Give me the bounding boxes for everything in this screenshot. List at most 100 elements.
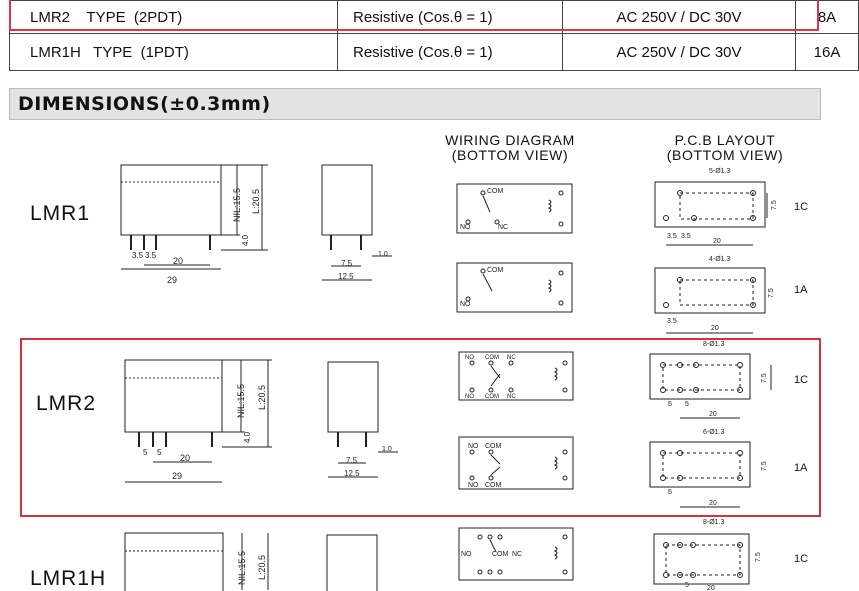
dim-d75: 7.5 [761,461,768,471]
dim-h: 4.0 [241,234,250,246]
dim-d75: 7.5 [346,456,358,465]
pcb-lmr1-1a [654,267,766,334]
wiring-lmr1-1c [456,183,573,234]
rating-row: LMR1H TYPE (1PDT) Resistive (Cos.θ = 1) … [9,33,859,71]
dim-pitch: 5 [685,582,689,589]
dim-d10: 1.0 [378,251,388,258]
pcb-lmr2-1a [649,441,751,508]
model-name: LMR1 [30,202,91,225]
dim-pitch: 3.5 [667,318,677,325]
dim-pitch: 3.5 [667,233,677,240]
dim-w20: 20 [173,256,183,266]
pcb-holes: 5-Ø1.3 [709,168,731,175]
wiring-nc: NC [507,355,516,361]
lmr1h-end-drawing [326,534,378,591]
dim-l: L:20.5 [257,555,267,580]
dim-pitch: 5 [668,489,672,496]
wiring-com: COM [485,355,499,361]
contact-label: 1C [794,201,809,213]
dim-pitch: 5 [685,401,689,408]
lmr2-side-drawing [124,359,272,483]
contact-label: 1A [794,284,808,296]
pcb-holes: 6-Ø1.3 [703,429,725,436]
dim-d10: 1.0 [382,446,392,453]
model-name: LMR2 [36,392,97,415]
ratings-table: LMR2 TYPE (2PDT) Resistive (Cos.θ = 1) A… [9,0,859,71]
wiring-nc: NC [512,551,522,558]
wiring-com: COM [485,482,502,489]
wiring-no: NO [465,394,474,400]
wiring-no: NO [465,355,474,361]
wiring-lmr2-1a [458,436,574,490]
wiring-no: NO [468,482,479,489]
wiring-nc: NC [498,224,508,231]
pcb-holes: 8-Ø1.3 [703,341,725,348]
wiring-com: COM [492,551,509,558]
contact-label: 1A [794,462,808,474]
dim-w20: 20 [707,585,715,591]
dim-w20: 20 [180,453,190,463]
dim-d125: 12.5 [344,469,360,478]
dim-l: L:20.5 [251,189,261,214]
dim-w20: 20 [711,325,719,332]
pcb-header-line2: (BOTTOM VIEW) [666,147,784,163]
wiring-header-line2: (BOTTOM VIEW) [451,147,569,163]
wiring-no: NO [460,301,471,308]
dim-nil: NIL:15.5 [237,551,247,585]
dim-pitch: 3.5 [132,251,144,260]
dim-w20: 20 [713,238,721,245]
dim-h: 4.0 [243,431,252,443]
wiring-com: COM [485,443,502,450]
wiring-lmr2-1c [458,351,574,401]
pcb-header-line1: P.C.B LAYOUT [674,132,776,148]
contact-label: 1C [794,553,809,565]
dim-d125: 12.5 [338,272,354,281]
wiring-com: COM [487,267,504,274]
lmr1h-side-drawing [124,532,269,591]
pcb-header: P.C.B LAYOUT (BOTTOM VIEW) [645,133,805,163]
dim-pitch: 3.5 [681,233,691,240]
pcb-lmr2-1c [649,353,772,419]
rating-voltage: AC 250V / DC 30V [562,0,796,34]
wiring-no: NO [461,551,472,558]
dim-d75: 7.5 [761,373,768,383]
highlight-box-lmr2 [20,338,821,517]
wiring-no: NO [468,443,479,450]
dim-pitch: 5 [668,401,672,408]
dim-d75: 7.5 [341,259,353,268]
section-title: DIMENSIONS(±0.3mm) [9,88,821,120]
rating-type: LMR2 TYPE (2PDT) [9,0,338,34]
wiring-com: COM [487,188,504,195]
rating-type: LMR1H TYPE (1PDT) [9,33,338,71]
dim-pitch: 5 [157,448,162,457]
dim-pitch: 3.5 [145,251,157,260]
wiring-header: WIRING DIAGRAM (BOTTOM VIEW) [430,133,590,163]
wiring-no: NO [460,224,471,231]
dim-nil: NIL:15.5 [232,188,242,222]
dim-d75: 7.5 [771,200,778,210]
pcb-holes: 4-Ø1.3 [709,256,731,263]
wiring-lmr1-1a [456,262,573,313]
wiring-lmr1h-1c [458,527,574,581]
pcb-lmr1h-1c [653,533,750,585]
rating-load: Resistive (Cos.θ = 1) [337,33,563,71]
dim-pitch: 5 [143,448,148,457]
wiring-nc: NC [507,394,516,400]
rating-voltage: AC 250V / DC 30V [562,33,796,71]
dim-w20: 20 [709,411,717,418]
dim-w20: 20 [709,500,717,507]
dim-d75: 7.5 [755,552,762,562]
lmr1-side-drawing [120,164,268,270]
dim-w29: 29 [167,275,177,285]
lmr1-end-drawing [321,164,392,281]
rating-current: 16A [795,33,859,71]
pcb-lmr1-1c [654,181,768,246]
lmr2-end-drawing [327,361,398,478]
dim-l: L:20.5 [257,385,267,410]
model-name: LMR1H [30,567,107,590]
wiring-com: COM [485,394,499,400]
rating-current: 8A [795,0,859,34]
contact-label: 1C [794,374,809,386]
pcb-holes: 8-Ø1.3 [703,519,725,526]
dim-w29: 29 [172,471,182,481]
